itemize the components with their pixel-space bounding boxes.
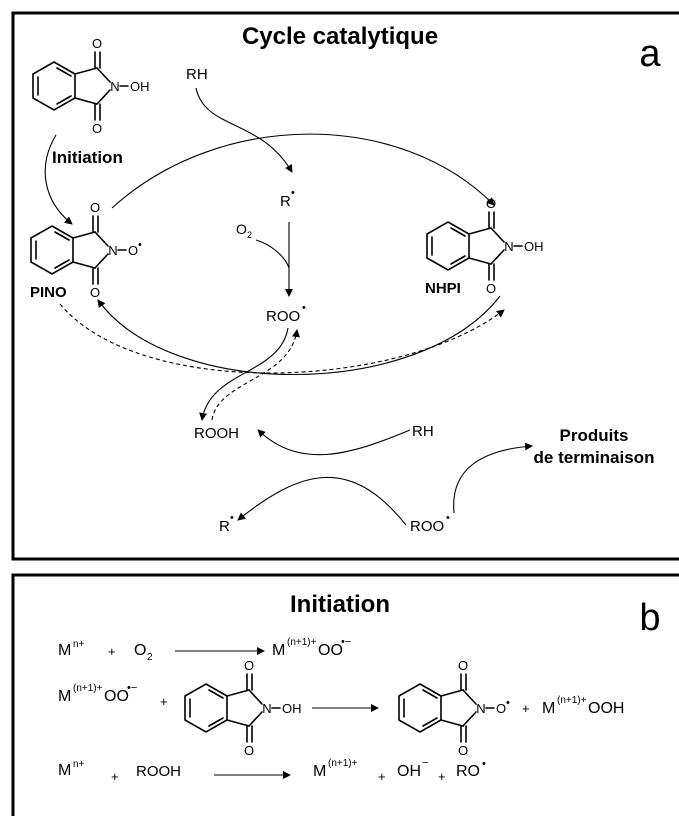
eq3-rooh: ROOH <box>136 763 181 780</box>
eq1-product-n1: (n+1)+ <box>287 637 317 648</box>
eq1-o: O <box>134 642 146 659</box>
r-bottom-dot: • <box>230 512 234 524</box>
rh-top: RH <box>186 66 208 83</box>
eq1-o-sub: 2 <box>147 652 153 663</box>
roo-to-products-arrow <box>453 442 533 514</box>
roo-to-rooh-arrow <box>199 327 289 421</box>
eq2-plus1: + <box>160 694 168 709</box>
eq2-product-n1: (n+1)+ <box>557 695 587 706</box>
initiation-label: Initiation <box>52 148 123 167</box>
eq3-nplus: n+ <box>73 759 85 770</box>
pino-label: PINO <box>30 284 67 301</box>
eq2-rad: •− <box>127 682 137 694</box>
eq2-m: M <box>58 688 71 705</box>
r-radical: R <box>280 193 291 210</box>
svg-text:O: O <box>92 36 102 51</box>
panel-a-frame <box>11 11 679 561</box>
svg-text:•: • <box>506 697 510 709</box>
roo-bottom: ROO <box>410 518 444 535</box>
eq3-product-m: M <box>313 763 326 780</box>
roo-bottom-dot: • <box>446 512 450 524</box>
rh-to-rooh-arrow <box>257 429 411 456</box>
o2-label: O <box>236 221 247 237</box>
top-arc-arrow <box>111 133 495 209</box>
eq2-n1: (n+1)+ <box>73 683 103 694</box>
eq2-oo: OO <box>104 688 129 705</box>
panel-a-title: Cycle catalytique <box>242 23 438 50</box>
svg-text:N: N <box>476 701 485 716</box>
eq1-nplus: n+ <box>73 639 85 650</box>
svg-text:O: O <box>244 743 254 758</box>
r-bottom: R <box>219 518 230 535</box>
svg-text:N: N <box>262 701 271 716</box>
eq2-product-m: M <box>542 700 555 717</box>
svg-text:O: O <box>496 701 506 716</box>
svg-text:O: O <box>458 743 468 758</box>
nhpi-top-left: O O N OH <box>32 36 150 136</box>
eq3-oh: OH <box>397 763 421 780</box>
panel-b-frame <box>11 573 679 816</box>
svg-text:O: O <box>90 200 100 215</box>
eq3-ro: RO <box>456 763 480 780</box>
o2-sub: 2 <box>247 230 252 240</box>
nhpi-label: NHPI <box>425 280 461 297</box>
eq3-plus3: + <box>438 769 446 784</box>
eq2-plus2: + <box>522 701 530 716</box>
eq3-m: M <box>58 762 71 779</box>
eq1-plus: + <box>108 644 116 659</box>
products-line2: de terminaison <box>534 448 655 467</box>
eq3-plus2: + <box>378 769 386 784</box>
svg-text:N: N <box>504 239 513 254</box>
rh-bottom: RH <box>412 423 434 440</box>
r-radical-dot: • <box>291 187 295 199</box>
eq2-product-ooh: OOH <box>588 700 624 717</box>
eq2-nhpi-molecule: O O N OH <box>184 658 302 758</box>
svg-text:O: O <box>458 658 468 673</box>
eq1-product-m: M <box>272 642 285 659</box>
roo-to-r-arrow <box>237 476 407 526</box>
eq2-pino-molecule: O O N O • <box>398 658 510 758</box>
products-line1: Produits <box>560 426 629 445</box>
roo-center-dot: • <box>302 302 306 314</box>
o2-arrow <box>255 239 290 269</box>
bottom-arc-arrow <box>97 295 501 375</box>
svg-text:•: • <box>138 239 142 251</box>
svg-text:OH: OH <box>282 701 302 716</box>
panel-b-letter: b <box>639 597 660 639</box>
eq3-plus: + <box>111 769 119 784</box>
svg-text:O: O <box>92 121 102 136</box>
eq3-minus: − <box>422 757 428 769</box>
eq3-product-n1: (n+1)+ <box>328 758 358 769</box>
initiation-arrow <box>44 134 73 225</box>
panel-a-letter: a <box>639 33 661 75</box>
eq1-product-rad: •− <box>341 636 351 648</box>
rooh-label: ROOH <box>194 425 239 442</box>
eq1-product-oo: OO <box>318 642 343 659</box>
svg-text:N: N <box>108 243 117 258</box>
panel-b-title: Initiation <box>290 591 390 618</box>
eq1-m: M <box>58 642 71 659</box>
dashed-arc-arrow <box>59 303 505 374</box>
svg-text:O: O <box>90 285 100 300</box>
svg-text:OH: OH <box>524 239 544 254</box>
roo-center: ROO <box>266 308 300 325</box>
svg-text:OH: OH <box>130 79 150 94</box>
svg-text:O: O <box>244 658 254 673</box>
eq3-ro-dot: • <box>482 758 486 770</box>
rh-to-r-arrow <box>195 87 293 173</box>
pino-molecule: O O N O • <box>30 200 142 300</box>
svg-text:N: N <box>110 79 119 94</box>
rooh-to-roo-dashed-arrow <box>211 329 300 421</box>
svg-text:O: O <box>128 243 138 258</box>
svg-text:O: O <box>486 281 496 296</box>
